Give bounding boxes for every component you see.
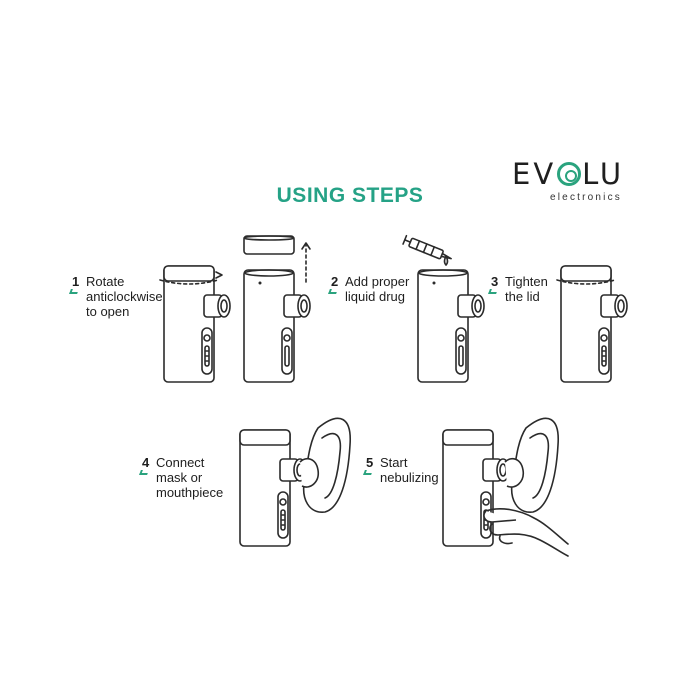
brand-o-icon bbox=[557, 162, 582, 186]
step-4-device-icon bbox=[239, 429, 307, 547]
step-2-device-icon bbox=[417, 269, 485, 383]
step-4-label: 4 Connect mask or mouthpiece bbox=[142, 455, 223, 500]
step-1-label: 1 Rotate anticlockwise to open bbox=[72, 274, 163, 319]
hand-icon bbox=[483, 508, 569, 557]
step-number: 5 bbox=[366, 455, 378, 470]
brand-text-end: LU bbox=[582, 157, 625, 191]
step-2-label: 2 Add proper liquid drug bbox=[331, 274, 409, 304]
step-1-open-device-icon bbox=[243, 269, 311, 383]
step-3-device-icon bbox=[556, 265, 628, 383]
brand-text-start: EV bbox=[512, 157, 557, 191]
brand-logo: EV LU electronics bbox=[512, 160, 632, 210]
step-5-device-icon bbox=[442, 429, 510, 547]
syringe-icon bbox=[402, 234, 452, 266]
face-mask-icon bbox=[299, 417, 351, 513]
step-number: 4 bbox=[142, 455, 154, 470]
brand-wordmark: EV LU bbox=[512, 160, 632, 189]
face-mask-icon bbox=[504, 417, 559, 513]
step-text: Tighten the lid bbox=[505, 274, 548, 304]
step-text: Add proper liquid drug bbox=[345, 274, 410, 304]
step-text: Rotate anticlockwise to open bbox=[86, 274, 163, 319]
page-title: USING STEPS bbox=[276, 184, 424, 207]
step-text: Start nebulizing bbox=[380, 455, 439, 485]
step-text: Connect mask or mouthpiece bbox=[156, 455, 224, 500]
step-5-label: 5 Start nebulizing bbox=[366, 455, 439, 485]
step-number: 2 bbox=[331, 274, 343, 289]
step-number: 1 bbox=[72, 274, 84, 289]
brand-subtitle: electronics bbox=[550, 192, 622, 203]
lid-icon bbox=[243, 235, 295, 255]
step-number: 3 bbox=[491, 274, 503, 289]
step-1-device-icon bbox=[159, 265, 231, 383]
step-3-label: 3 Tighten the lid bbox=[491, 274, 548, 304]
arrow-up-icon bbox=[301, 242, 311, 283]
